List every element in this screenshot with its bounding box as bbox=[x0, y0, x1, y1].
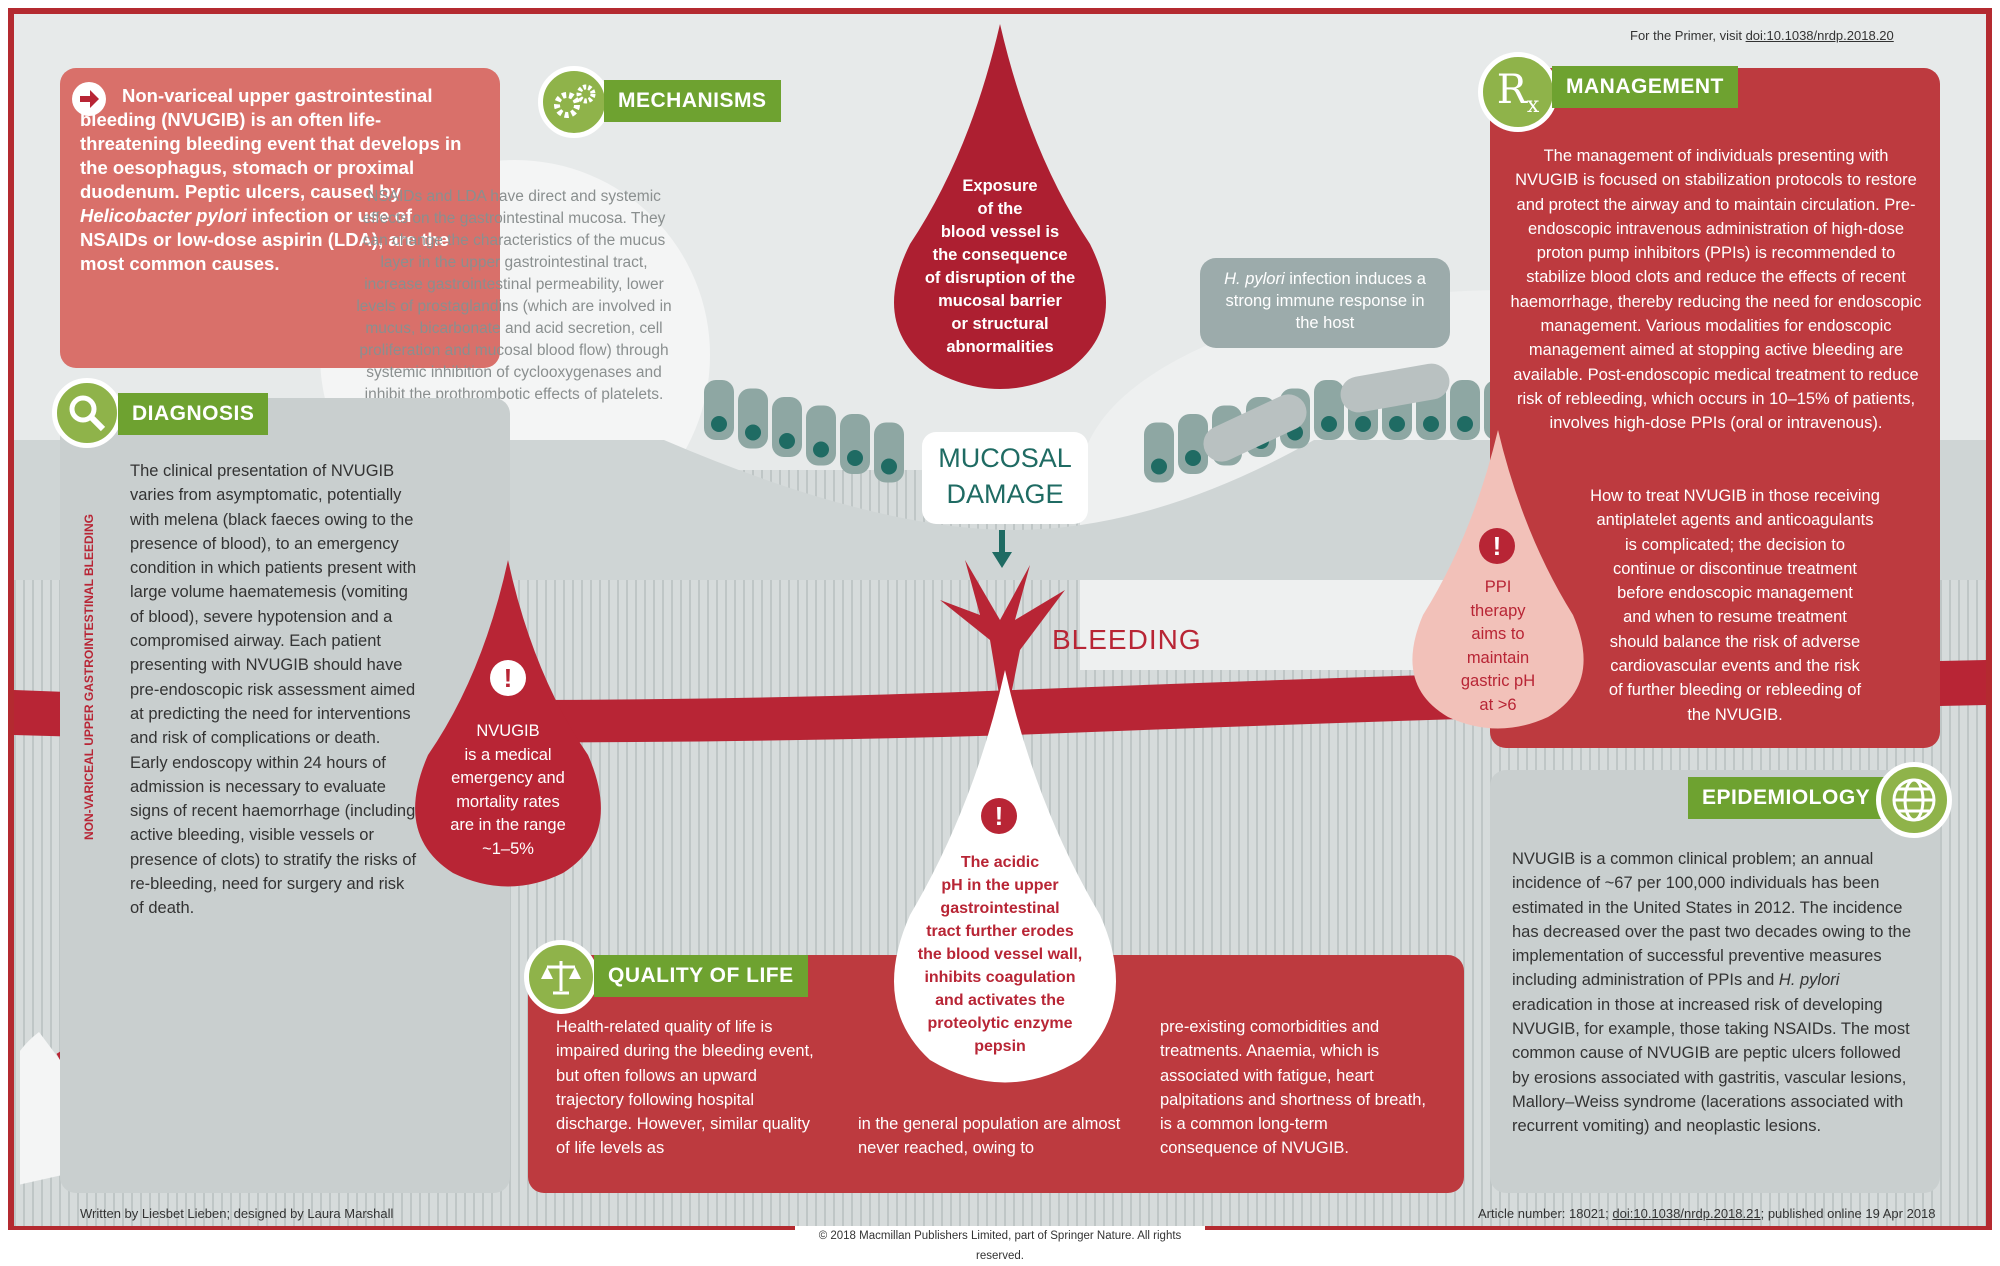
article-link[interactable]: doi:10.1038/nrdp.2018.21 bbox=[1612, 1206, 1761, 1221]
management-text-2: How to treat NVUGIB in those receiving a… bbox=[1590, 487, 1880, 724]
mechanisms-title: MECHANISMS bbox=[604, 80, 781, 122]
epidemiology-text: NVUGIB is a common clinical problem; an … bbox=[1512, 847, 1922, 1139]
intro-text-rest: infection or use of NSAIDs or low-dose a… bbox=[80, 205, 450, 274]
epidemiology-text-a: NVUGIB is a common clinical problem; an … bbox=[1512, 850, 1912, 990]
credits: Written by Liesbet Lieben; designed by L… bbox=[80, 1206, 394, 1221]
cell-nucleus bbox=[1389, 416, 1405, 432]
down-arrow-icon bbox=[992, 530, 1012, 568]
cell-nucleus bbox=[1355, 416, 1371, 432]
hpylori-rest: infection induces a strong immune respon… bbox=[1225, 270, 1426, 332]
exclamation-icon: ! bbox=[490, 660, 526, 696]
copyright: © 2018 Macmillan Publishers Limited, par… bbox=[795, 1226, 1205, 1262]
primer-reference: For the Primer, visit doi:10.1038/nrdp.2… bbox=[1630, 28, 1894, 43]
arrow-right-icon bbox=[72, 82, 106, 116]
management-title: MANAGEMENT bbox=[1552, 66, 1738, 108]
cell-nucleus bbox=[779, 433, 795, 449]
quality-col2: in the general population are almost nev… bbox=[858, 1115, 1121, 1158]
mucosal-damage-label: MUCOSAL DAMAGE bbox=[938, 443, 1072, 509]
gears-icon bbox=[538, 66, 610, 138]
epidemiology-panel bbox=[1490, 770, 1940, 1193]
drop-center-text: The acidic pH in the upper gastrointesti… bbox=[917, 854, 1083, 1055]
epidemiology-text-b: eradication in those at increased risk o… bbox=[1512, 995, 1910, 1136]
bleeding-label: BLEEDING bbox=[1052, 624, 1202, 655]
mucosal-damage-box bbox=[922, 432, 1088, 524]
exclamation-icon: ! bbox=[981, 798, 1017, 834]
article-reference: Article number: 18021; doi:10.1038/nrdp.… bbox=[1478, 1206, 1936, 1221]
cell-nucleus bbox=[1423, 416, 1439, 432]
quality-col3: pre-existing comorbidities and treatment… bbox=[1160, 1018, 1427, 1158]
exclamation-icon: ! bbox=[1479, 528, 1515, 564]
quality-title: QUALITY OF LIFE bbox=[594, 955, 808, 997]
cell-nucleus bbox=[711, 416, 727, 432]
drop-left bbox=[415, 560, 601, 887]
rx-icon: Rx bbox=[1478, 52, 1558, 132]
diagnosis-side-label: NON-VARICEAL UPPER GASTROINTESTINAL BLEE… bbox=[82, 514, 102, 840]
bacteria-illustration bbox=[1203, 363, 1450, 462]
drop-top bbox=[894, 24, 1106, 389]
intro-text: Non-variceal upper gastrointestinal blee… bbox=[80, 84, 480, 276]
intro-text-main: Non-variceal upper gastrointestinal blee… bbox=[80, 85, 462, 202]
cell-nucleus bbox=[847, 450, 863, 466]
hpylori-text: H. pylori infection induces a strong imm… bbox=[1212, 268, 1438, 334]
epidemiology-title: EPIDEMIOLOGY bbox=[1688, 777, 1885, 819]
drop-right bbox=[1412, 430, 1584, 729]
diagnosis-title: DIAGNOSIS bbox=[118, 393, 269, 435]
diagnosis-text: The clinical presentation of NVUGIB vari… bbox=[130, 462, 417, 918]
cell-nucleus bbox=[813, 441, 829, 458]
magnifier-icon bbox=[52, 378, 122, 448]
drop-right-text: PPI therapy aims to maintain gastric pH … bbox=[1460, 578, 1536, 714]
drop-left-text: NVUGIB is a medical emergency and mortal… bbox=[450, 722, 566, 858]
epidemiology-italic: H. pylori bbox=[1778, 971, 1840, 990]
hpylori-italic: H. pylori bbox=[1224, 270, 1285, 288]
cell-nucleus bbox=[1185, 450, 1201, 466]
cell-nucleus bbox=[881, 458, 897, 475]
management-text: The management of individuals presenting… bbox=[1510, 147, 1922, 433]
intro-text-italic: Helicobacter pylori bbox=[80, 205, 247, 226]
globe-icon bbox=[1876, 762, 1952, 838]
primer-link[interactable]: doi:10.1038/nrdp.2018.20 bbox=[1745, 28, 1894, 43]
cell-nucleus bbox=[1151, 458, 1167, 475]
primer-prefix: For the Primer, visit bbox=[1630, 28, 1746, 43]
drop-top-text: Exposure of the blood vessel is the cons… bbox=[924, 177, 1076, 356]
quality-col1: Health-related quality of life is impair… bbox=[556, 1018, 814, 1158]
drop-center bbox=[894, 670, 1116, 1083]
article-prefix: Article number: 18021; bbox=[1478, 1206, 1613, 1221]
cell-nucleus bbox=[745, 424, 761, 441]
bleeding-splash bbox=[940, 560, 1065, 700]
cell-nucleus bbox=[1457, 416, 1473, 432]
hpylori-bubble bbox=[1200, 258, 1450, 348]
intro-panel bbox=[60, 68, 500, 368]
mechanisms-text: NSAIDs and LDA have direct and systemic … bbox=[356, 188, 672, 403]
article-suffix: ; published online 19 Apr 2018 bbox=[1760, 1206, 1936, 1221]
cell-nucleus bbox=[1321, 416, 1337, 432]
scales-icon bbox=[524, 940, 598, 1014]
